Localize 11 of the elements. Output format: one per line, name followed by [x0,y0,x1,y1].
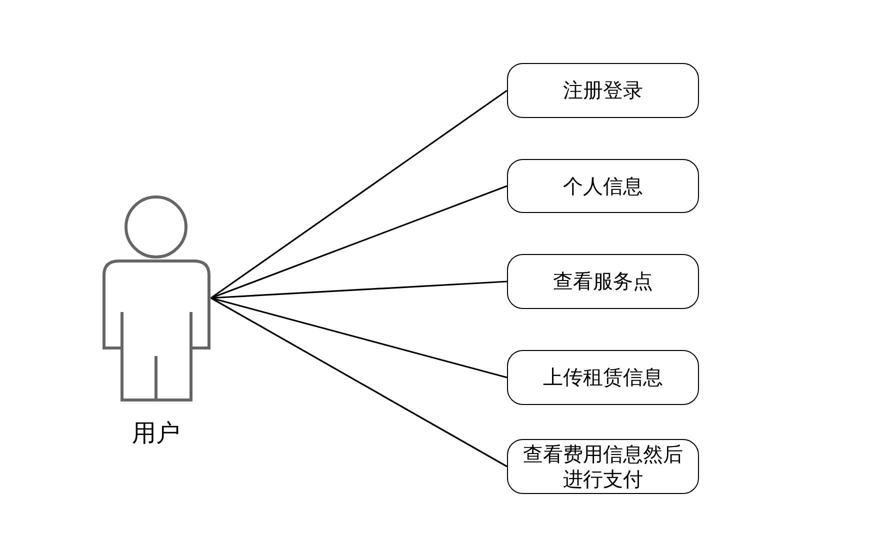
connector-line [210,280,508,299]
use-case-box: 个人信息 [507,159,699,213]
use-case-box: 注册登录 [507,63,699,118]
connector-line [210,185,508,299]
use-case-box: 查看费用信息然后进行支付 [507,439,699,494]
connector-line [210,90,508,299]
use-case-box: 上传租赁信息 [507,350,699,405]
actor-label: 用户 [131,418,181,449]
use-case-box: 查看服务点 [507,254,699,309]
connector-line [210,297,508,378]
connector-line [210,297,508,468]
